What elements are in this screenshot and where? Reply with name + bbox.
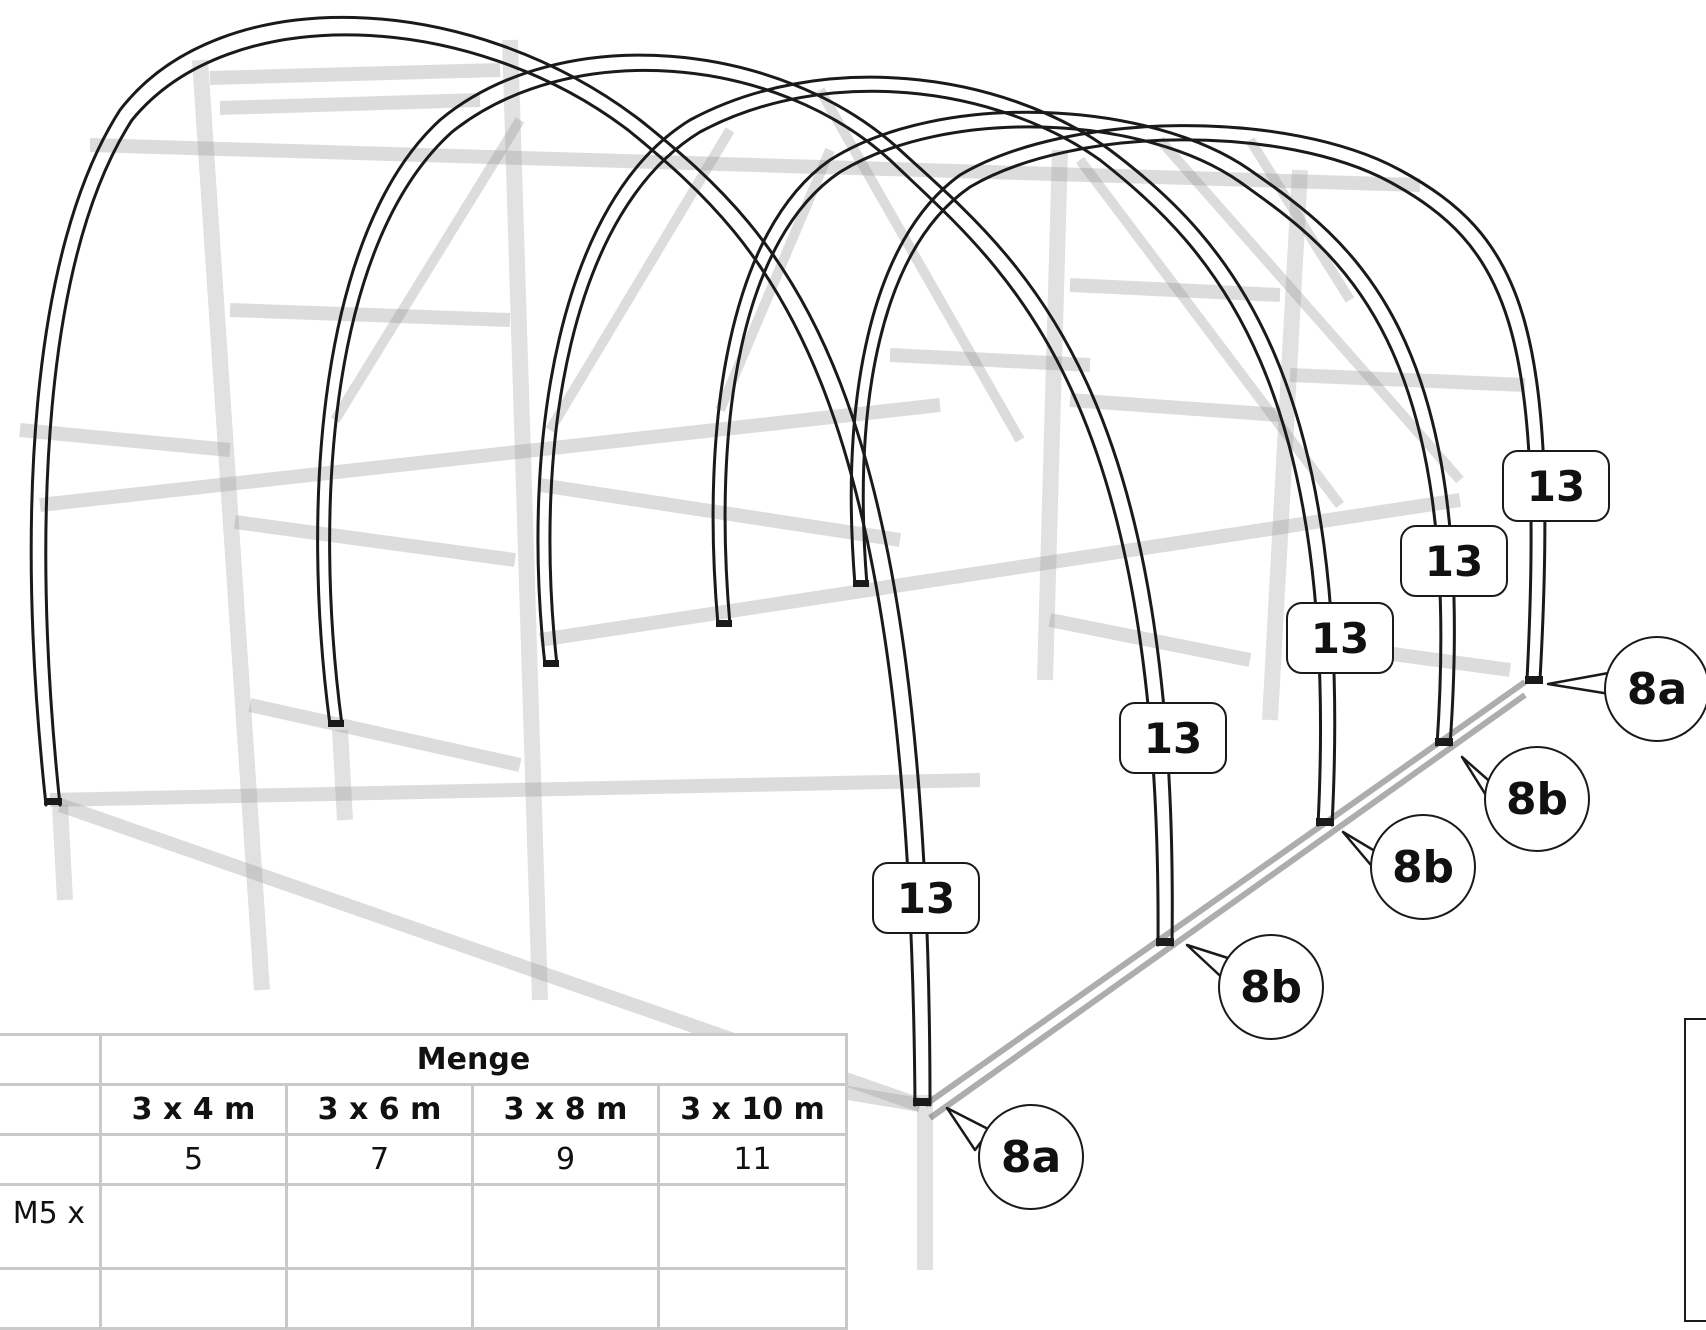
table-cell xyxy=(99,1267,288,1330)
table-row: Menge xyxy=(0,1033,848,1086)
table-cell xyxy=(471,1183,660,1270)
table-row: M5 x xyxy=(0,1183,848,1270)
table-header-menge: Menge xyxy=(99,1033,848,1086)
table-cell: 9 xyxy=(471,1133,660,1186)
ground-rail xyxy=(923,679,1527,1121)
callout-8a-front: 8a xyxy=(978,1104,1084,1210)
hoop-4 xyxy=(711,110,1456,747)
background-diagonals xyxy=(330,87,1464,509)
table-header-size: 3 x 4 m xyxy=(99,1083,288,1136)
table-cell: 5 xyxy=(99,1133,288,1186)
table-cell xyxy=(657,1183,848,1270)
table-header-size: 3 x 6 m xyxy=(285,1083,474,1136)
table-cell xyxy=(285,1267,474,1330)
callout-13-5: 13 xyxy=(1502,450,1610,522)
hoop-feet xyxy=(44,580,1543,1106)
callout-8b-3: 8b xyxy=(1218,934,1324,1040)
table-cell xyxy=(0,1033,102,1086)
table-row xyxy=(0,1267,848,1330)
quantity-table: Menge 3 x 4 m 3 x 6 m 3 x 8 m 3 x 10 m 5… xyxy=(0,1033,848,1330)
table-cell xyxy=(0,1083,102,1136)
background-frame xyxy=(19,63,1526,1112)
table-header-size: 3 x 8 m xyxy=(471,1083,660,1136)
side-legend-box xyxy=(1684,1018,1706,1322)
table-cell-part-label: M5 x xyxy=(0,1183,102,1270)
hoop-3 xyxy=(536,75,1337,827)
table-row: 3 x 4 m 3 x 6 m 3 x 8 m 3 x 10 m xyxy=(0,1083,848,1136)
table-cell: 11 xyxy=(657,1133,848,1186)
callout-8b-1: 8b xyxy=(1484,746,1590,852)
table-row: 5 7 9 11 xyxy=(0,1133,848,1186)
hoop-5 xyxy=(849,124,1547,682)
table-cell xyxy=(99,1183,288,1270)
callout-8b-2: 8b xyxy=(1370,814,1476,920)
hoops xyxy=(29,16,1547,1107)
table-cell xyxy=(657,1267,848,1330)
callout-13-3: 13 xyxy=(1286,602,1394,674)
background-posts xyxy=(52,39,1308,1270)
table-header-size: 3 x 10 m xyxy=(657,1083,848,1136)
greenhouse-frame-diagram xyxy=(19,16,1618,1270)
table-cell xyxy=(0,1267,102,1330)
table-cell xyxy=(285,1183,474,1270)
callout-13-4: 13 xyxy=(1400,525,1508,597)
hoop-2 xyxy=(316,53,1174,947)
table-cell: 7 xyxy=(285,1133,474,1186)
callout-13-1: 13 xyxy=(872,862,980,934)
callout-13-2: 13 xyxy=(1119,702,1227,774)
callout-8a-right: 8a xyxy=(1604,636,1706,742)
table-cell xyxy=(0,1133,102,1186)
table-cell xyxy=(471,1267,660,1330)
callout-pointers xyxy=(945,670,1618,1152)
